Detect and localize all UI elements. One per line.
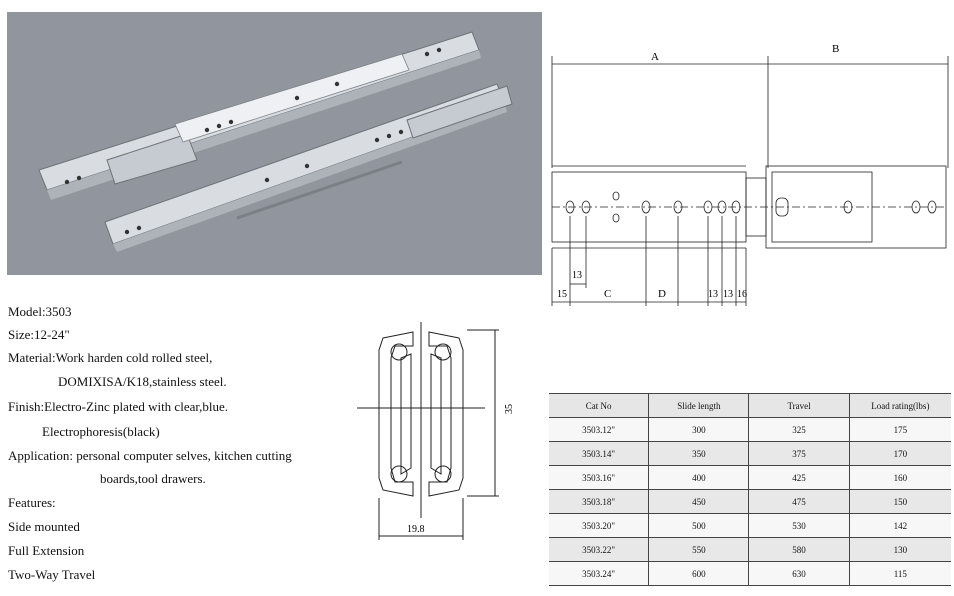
table-cell: 450 [648,489,749,514]
feature-item: Side mounted [8,519,80,534]
spec-material: Material:Work harden cold rolled steel, [8,350,213,365]
col-header: Load rating(lbs) [848,393,951,418]
dim-16: 16 [737,289,747,300]
table-row: 3503.16" 400 425 160 [549,465,951,490]
table-cell: 175 [848,417,951,442]
dim-label-a: A [651,51,659,63]
col-header: Travel [748,393,850,418]
feature-item: Full Extension [8,543,85,558]
table-cell: 500 [648,513,749,538]
col-header: Slide length [648,393,749,418]
table-cell: 3503.24" [549,561,649,586]
table-row: 3503.12" 300 325 175 [549,417,951,442]
table-cell: 150 [848,489,951,514]
spec-size: Size:12-24" [8,327,70,342]
dim-15: 15 [557,289,567,300]
table-cell: 300 [648,417,749,442]
dim-label-d: D [658,288,666,300]
table-cell: 3503.22" [549,537,649,562]
table-cell: 530 [748,513,850,538]
cross-section-profile: 35 19.8 [357,322,515,540]
table-cell: 3503.16" [549,465,649,490]
spec-model: Model:3503 [8,304,72,319]
table-cell: 550 [648,537,749,562]
table-cell: 3503.20" [549,513,649,538]
table-row: 3503.18" 450 475 150 [549,489,951,514]
spec-material-cont: DOMIXISA/K18,stainless steel. [58,374,227,389]
table-cell: 375 [748,441,850,466]
table-cell: 3503.18" [549,489,649,514]
dim-13-top: 13 [572,270,582,281]
features-heading: Features: [8,495,56,510]
profile-width-dim: 19.8 [407,524,425,535]
table-cell: 630 [748,561,850,586]
dim-label-c: C [604,288,611,300]
col-header: Cat No [549,393,649,418]
feature-item: Two-Way Travel [8,567,96,582]
table-header-row: Cat No Slide length Travel Load rating(l… [549,393,951,418]
table-cell: 350 [648,441,749,466]
table-cell: 580 [748,537,850,562]
dim-13-a: 13 [708,289,718,300]
table-cell: 400 [648,465,749,490]
slide-upper [38,31,481,200]
product-photo [7,12,542,275]
table-row: 3503.22" 550 580 130 [549,537,951,562]
table-cell: 425 [748,465,850,490]
table-cell: 170 [848,441,951,466]
spec-application-cont: boards,tool drawers. [100,471,206,486]
dim-13-b: 13 [723,289,733,300]
table-cell: 115 [848,561,951,586]
table-cell: 600 [648,561,749,586]
table-cell: 475 [748,489,850,514]
table-cell: 130 [848,537,951,562]
table-cell: 142 [848,513,951,538]
slide-lower [104,83,513,252]
table-cell: 3503.14" [549,441,649,466]
spec-finish-cont: Electrophoresis(black) [42,424,160,439]
table-row: 3503.24" 600 630 115 [549,561,951,586]
profile-height-dim: 35 [504,404,515,414]
spec-finish: Finish:Electro-Zinc plated with clear,bl… [8,399,229,414]
table-cell: 325 [748,417,850,442]
spec-table: Cat No Slide length Travel Load rating(l… [549,393,951,586]
spec-application: Application: personal computer selves, k… [8,448,292,463]
dim-label-b: B [832,43,839,55]
table-cell: 3503.12" [549,417,649,442]
table-cell: 160 [848,465,951,490]
table-row: 3503.14" 350 375 170 [549,441,951,466]
technical-drawing: A B 13 15 C D 13 13 16 [551,43,949,306]
table-row: 3503.20" 500 530 142 [549,513,951,538]
